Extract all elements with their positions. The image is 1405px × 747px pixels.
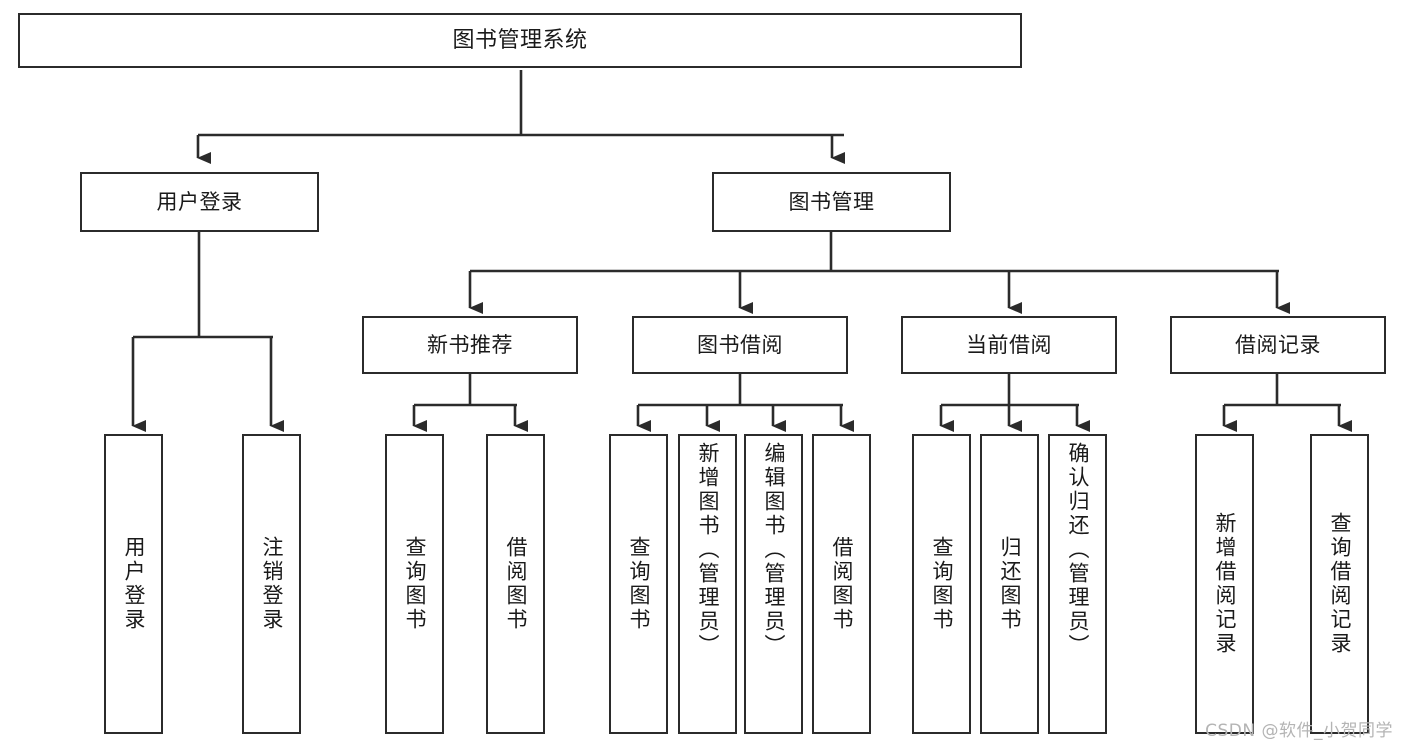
- node-leaf-borrow-add-label: 新增图书（管理员）: [696, 442, 720, 658]
- node-leaf-borrow-query[interactable]: 查询图书: [609, 434, 668, 734]
- node-leaf-user-logout-label: 注销登录: [260, 536, 284, 632]
- node-leaf-user-login-label: 用户登录: [122, 536, 146, 632]
- node-leaf-rec-borrow-label: 借阅图书: [504, 536, 528, 632]
- node-book-manage-label: 图书管理: [788, 189, 875, 214]
- node-new-book-rec-label: 新书推荐: [427, 332, 513, 357]
- node-leaf-rec-borrow[interactable]: 借阅图书: [486, 434, 545, 734]
- node-current-borrow[interactable]: 当前借阅: [901, 316, 1117, 374]
- node-leaf-cur-confirm[interactable]: 确认归还（管理员）: [1048, 434, 1107, 734]
- node-leaf-rec-add[interactable]: 新增借阅记录: [1195, 434, 1254, 734]
- node-leaf-cur-return-label: 归还图书: [998, 536, 1022, 632]
- node-leaf-rec-search-label: 查询借阅记录: [1328, 512, 1352, 656]
- node-book-borrow[interactable]: 图书借阅: [632, 316, 848, 374]
- node-leaf-borrow-query-label: 查询图书: [627, 536, 651, 632]
- node-leaf-borrow-add[interactable]: 新增图书（管理员）: [678, 434, 737, 734]
- node-leaf-cur-query[interactable]: 查询图书: [912, 434, 971, 734]
- node-leaf-borrow-lend-label: 借阅图书: [830, 536, 854, 632]
- node-new-book-rec[interactable]: 新书推荐: [362, 316, 578, 374]
- node-leaf-cur-return[interactable]: 归还图书: [980, 434, 1039, 734]
- node-leaf-rec-add-label: 新增借阅记录: [1213, 512, 1237, 656]
- node-leaf-rec-search[interactable]: 查询借阅记录: [1310, 434, 1369, 734]
- node-leaf-user-logout[interactable]: 注销登录: [242, 434, 301, 734]
- node-root[interactable]: 图书管理系统: [18, 13, 1022, 68]
- node-leaf-rec-query-label: 查询图书: [403, 536, 427, 632]
- node-root-label: 图书管理系统: [452, 27, 588, 53]
- node-book-manage[interactable]: 图书管理: [712, 172, 951, 232]
- node-leaf-borrow-edit[interactable]: 编辑图书（管理员）: [744, 434, 803, 734]
- node-leaf-user-login[interactable]: 用户登录: [104, 434, 163, 734]
- node-leaf-borrow-lend[interactable]: 借阅图书: [812, 434, 871, 734]
- node-leaf-cur-confirm-label: 确认归还（管理员）: [1066, 442, 1090, 658]
- node-borrow-record-label: 借阅记录: [1235, 332, 1321, 357]
- node-book-borrow-label: 图书借阅: [697, 332, 783, 357]
- node-leaf-rec-query[interactable]: 查询图书: [385, 434, 444, 734]
- node-borrow-record[interactable]: 借阅记录: [1170, 316, 1386, 374]
- node-user-login-label: 用户登录: [156, 189, 243, 214]
- node-user-login[interactable]: 用户登录: [80, 172, 319, 232]
- watermark-text: CSDN @软件_小贺同学: [1205, 721, 1393, 741]
- node-leaf-borrow-edit-label: 编辑图书（管理员）: [762, 442, 786, 658]
- node-current-borrow-label: 当前借阅: [966, 332, 1052, 357]
- node-leaf-cur-query-label: 查询图书: [930, 536, 954, 632]
